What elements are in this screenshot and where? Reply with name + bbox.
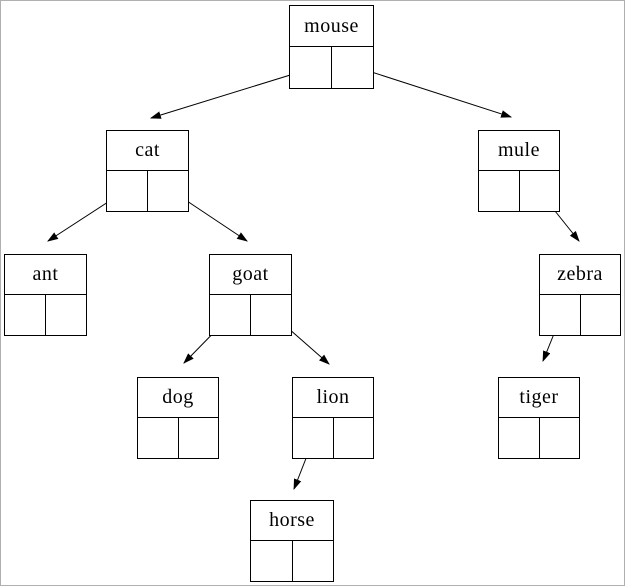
ant-right-pointer-cell bbox=[46, 295, 86, 335]
pointer-cells-goat bbox=[210, 295, 291, 335]
tree-node-goat: goat bbox=[209, 254, 292, 336]
pointer-cells-lion bbox=[293, 418, 373, 458]
ant-left-pointer-cell bbox=[5, 295, 46, 335]
tiger-left-pointer-cell bbox=[499, 418, 540, 458]
horse-left-pointer-cell bbox=[251, 541, 293, 581]
dog-left-pointer-cell bbox=[138, 418, 179, 458]
tree-node-dog: dog bbox=[137, 377, 219, 459]
pointer-cells-zebra bbox=[540, 295, 620, 335]
lion-right-pointer-cell bbox=[334, 418, 374, 458]
pointer-cells-ant bbox=[5, 295, 86, 335]
node-label-dog: dog bbox=[138, 378, 218, 418]
tree-node-ant: ant bbox=[4, 254, 87, 336]
tree-node-mouse: mouse bbox=[289, 5, 374, 89]
node-label-mule: mule bbox=[479, 131, 559, 171]
tiger-right-pointer-cell bbox=[540, 418, 580, 458]
zebra-right-pointer-cell bbox=[581, 295, 621, 335]
cat-right-pointer-cell bbox=[148, 171, 188, 211]
node-label-lion: lion bbox=[293, 378, 373, 418]
horse-right-pointer-cell bbox=[293, 541, 334, 581]
dog-right-pointer-cell bbox=[179, 418, 219, 458]
goat-left-pointer-cell bbox=[210, 295, 251, 335]
node-label-cat: cat bbox=[107, 131, 188, 171]
edge-mouse-mule-arrow bbox=[352, 65, 513, 118]
tree-node-mule: mule bbox=[478, 130, 560, 212]
mouse-right-pointer-cell bbox=[332, 47, 373, 88]
node-label-goat: goat bbox=[210, 255, 291, 295]
zebra-left-pointer-cell bbox=[540, 295, 581, 335]
tree-node-horse: horse bbox=[250, 500, 334, 582]
tree-node-zebra: zebra bbox=[539, 254, 621, 336]
node-label-tiger: tiger bbox=[499, 378, 579, 418]
pointer-cells-mouse bbox=[290, 47, 373, 88]
node-label-ant: ant bbox=[5, 255, 86, 295]
goat-right-pointer-cell bbox=[251, 295, 291, 335]
mule-right-pointer-cell bbox=[520, 171, 560, 211]
cat-left-pointer-cell bbox=[107, 171, 148, 211]
node-label-mouse: mouse bbox=[290, 6, 373, 47]
pointer-cells-mule bbox=[479, 171, 559, 211]
tree-node-cat: cat bbox=[106, 130, 189, 212]
lion-left-pointer-cell bbox=[293, 418, 334, 458]
node-label-horse: horse bbox=[251, 501, 333, 541]
pointer-cells-tiger bbox=[499, 418, 579, 458]
tree-node-tiger: tiger bbox=[498, 377, 580, 459]
node-label-zebra: zebra bbox=[540, 255, 620, 295]
pointer-cells-horse bbox=[251, 541, 333, 581]
mouse-left-pointer-cell bbox=[290, 47, 332, 88]
tree-node-lion: lion bbox=[292, 377, 374, 459]
pointer-cells-cat bbox=[107, 171, 188, 211]
pointer-cells-dog bbox=[138, 418, 218, 458]
mule-left-pointer-cell bbox=[479, 171, 520, 211]
